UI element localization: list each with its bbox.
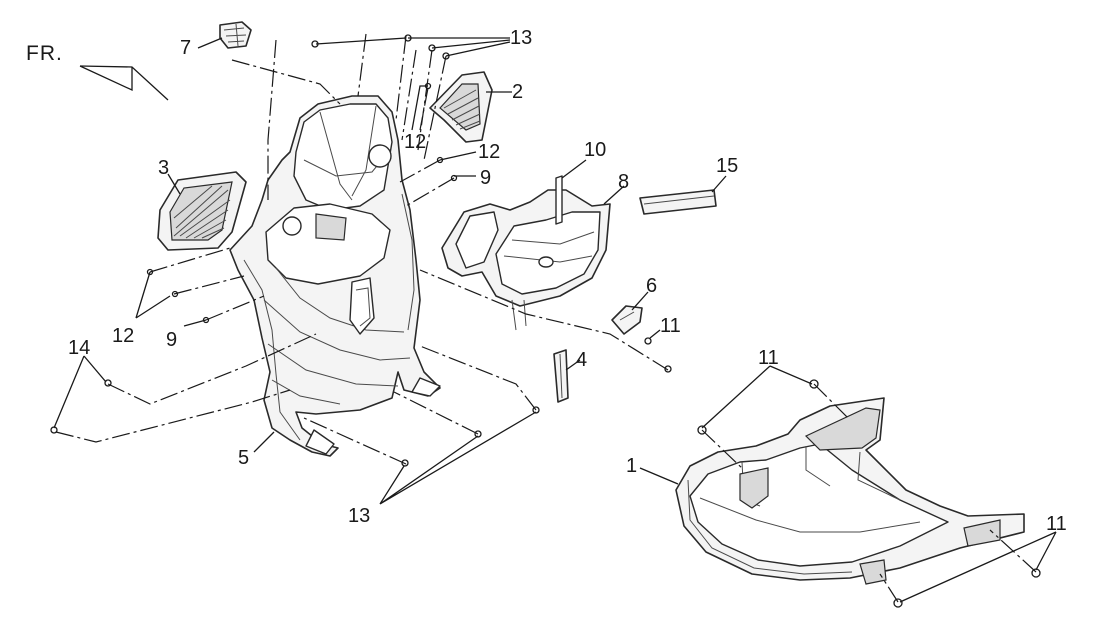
fasteners [50,34,1041,608]
front-direction-label: FR. [26,42,63,65]
callout-12-left: 12 [112,325,134,347]
callout-9-middle: 9 [480,167,491,189]
callout-15: 15 [716,155,738,177]
callout-2: 2 [512,81,523,103]
part-8-cover-panel [441,189,611,331]
screw-11-a [644,337,652,345]
callout-3: 3 [158,157,169,179]
part-3-left-grille [157,171,247,251]
callout-12-middle: 12 [478,141,500,163]
part-10-rod [555,175,563,225]
callout-8: 8 [618,171,629,193]
callout-7: 7 [180,37,191,59]
callout-4: 4 [576,349,587,371]
callout-5: 5 [238,447,249,469]
callout-11-top-right: 11 [758,347,779,369]
callout-9-left: 9 [166,329,177,351]
callout-11-small: 11 [660,315,681,337]
part-6-bracket [611,305,643,335]
screw-11-e [893,598,903,608]
callout-13-top: 13 [510,27,532,49]
part-15-strip [639,189,717,215]
part-2-right-vent [429,71,493,143]
callout-12-top: 12 [404,131,426,153]
assembly-lines [55,33,1037,603]
screw-13-h [664,365,672,373]
front-arrow [79,65,169,101]
callout-10: 10 [584,139,606,161]
part-7-clip [219,21,252,49]
part-1-floor-cover [675,397,1025,585]
callout-numbers: 7 13 2 3 12 12 9 10 8 15 12 9 6 11 4 14 … [68,27,1067,535]
part-4-trim [553,349,569,403]
front-direction-indicator: FR. [26,42,169,101]
callout-1: 1 [626,455,637,477]
callout-13-bottom: 13 [348,505,370,527]
callout-14: 14 [68,337,90,359]
front-arrow-head [79,65,133,92]
leader-lines [53,37,1057,603]
callout-6: 6 [646,275,657,297]
part-5-front-leg-shield [229,95,441,457]
callout-11-bottom-right: 11 [1046,513,1067,535]
